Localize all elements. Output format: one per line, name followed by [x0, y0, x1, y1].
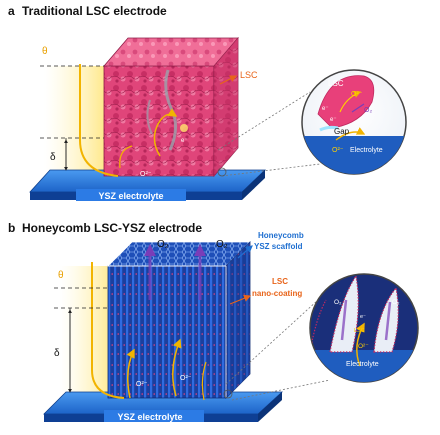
panel-b-o2-right: O₂ — [216, 239, 228, 250]
zoom-b-electron: e⁻ — [360, 314, 366, 320]
panel-b-title: Honeycomb LSC-YSZ electrode — [22, 221, 202, 235]
panel-a-letter: a — [8, 4, 15, 18]
panel-b-substrate-label-bg — [104, 410, 204, 422]
panel-b-o2-left: O₂ — [157, 239, 169, 250]
panel-b-coating-label-1: LSC — [272, 277, 288, 286]
zoom-a-ion-bottom: O²⁻ — [332, 147, 344, 154]
zoom-b-lsc-label: LSC — [354, 328, 365, 334]
zoom-a-electron-2: e⁻ — [330, 117, 337, 123]
panel-b-coating-label-2: nano-coating — [252, 289, 302, 298]
panel-a-lsc-cube: O²⁻ e⁻ — [103, 36, 239, 178]
panel-a-zoom-circle: LSC O²⁻ O₂ e⁻ e⁻ Gap O²⁻ Electrolyte — [301, 69, 407, 175]
panel-b-zoom-circle: O₂ O₂ LSC e⁻ O²⁻ Electrolyte — [309, 273, 419, 383]
panel-a-electron-label: e⁻ — [181, 138, 188, 144]
zoom-a-o2: O₂ — [364, 107, 372, 114]
panel-b-substrate-label: YSZ electrolyte — [117, 412, 182, 422]
panel-b-theta-curve — [91, 262, 125, 399]
panel-a-delta-label: δ — [50, 152, 56, 163]
panel-b-glow — [60, 266, 112, 396]
zoom-a-electrolyte: Electrolyte — [350, 147, 383, 154]
panel-b-ion-label-2: O²⁻ — [180, 375, 192, 382]
panel-b-scaffold-label-2: YSZ scaffold — [254, 242, 303, 251]
zoom-a-gap: Gap — [334, 127, 350, 136]
panel-a-lsc-label: LSC — [240, 70, 258, 80]
panel-b-ion-label-1: O²⁻ — [136, 381, 148, 388]
panel-b-theta-label: θ — [58, 270, 64, 281]
zoom-a-lsc-label: LSC — [328, 79, 344, 88]
panel-b-honeycomb-block: O²⁻ O²⁻ — [107, 241, 251, 401]
panel-a-ion-label: O²⁻ — [140, 171, 152, 178]
panel-b-scaffold-label-1: Honeycomb — [258, 231, 304, 240]
panel-b-letter: b — [8, 221, 15, 235]
zoom-b-electrolyte: Electrolyte — [346, 361, 379, 368]
zoom-b-ion: O²⁻ — [358, 343, 369, 350]
panel-a-title: Traditional LSC electrode — [22, 4, 167, 18]
panel-a-theta-curve — [79, 64, 119, 177]
zoom-b-o2-left: O₂ — [334, 299, 342, 306]
zoom-b-o2-right: O₂ — [392, 299, 400, 306]
panel-b: b Honeycomb LSC-YSZ electrode YSZ electr… — [8, 221, 419, 422]
panel-a-theta-label: θ — [42, 46, 48, 57]
panel-a-substrate-label-bg — [76, 189, 186, 201]
panel-a-substrate-label: YSZ electrolyte — [98, 191, 163, 201]
zoom-a-ion-top: O²⁻ — [351, 91, 363, 98]
panel-a: a Traditional LSC electrode YSZ electrol… — [8, 4, 407, 201]
zoom-a-electron-1: e⁻ — [322, 106, 329, 112]
panel-a-glow — [44, 66, 104, 170]
panel-b-delta-label: δ — [54, 348, 60, 359]
